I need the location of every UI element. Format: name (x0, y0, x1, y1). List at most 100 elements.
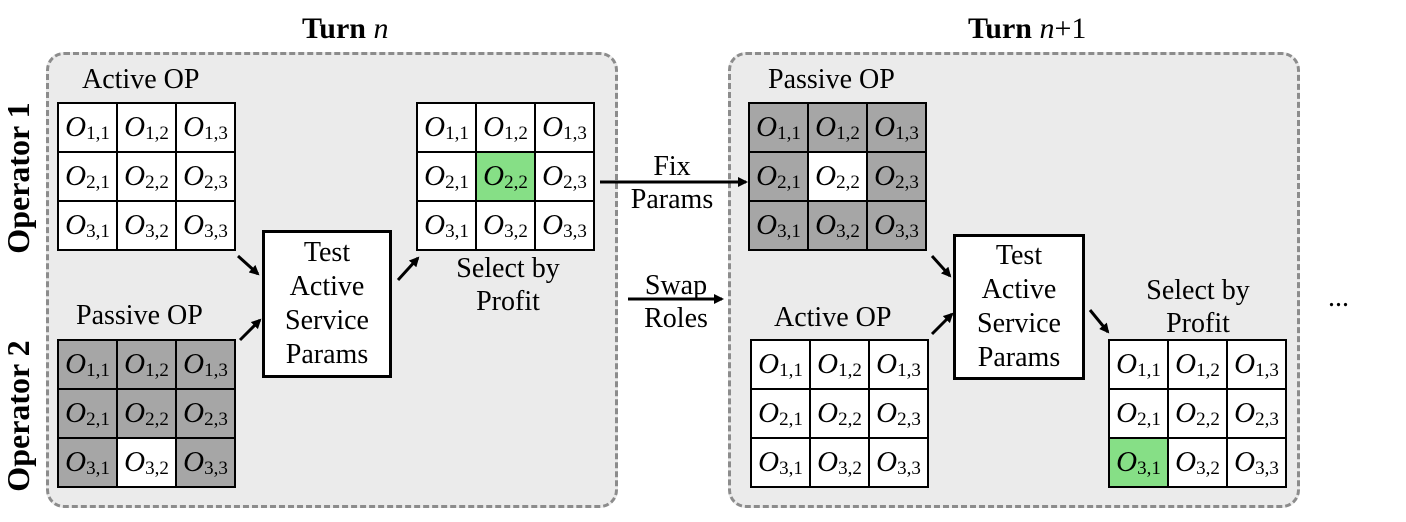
cell-subscript: 2,2 (145, 171, 169, 193)
cell-symbol: O (756, 160, 778, 192)
cell-subscript: 2,2 (504, 171, 528, 193)
cell-subscript: 3,2 (838, 457, 862, 479)
cell-symbol: O (817, 348, 839, 380)
cell-subscript: 1,1 (1137, 359, 1161, 381)
cell-symbol: O (815, 209, 837, 241)
cell-subscript: 3,2 (836, 220, 860, 242)
cell-subscript: 2,2 (145, 408, 169, 430)
cell-symbol: O (876, 348, 898, 380)
cell-symbol: O (124, 397, 146, 429)
cell-symbol: O (183, 160, 205, 192)
cell-subscript: 1,3 (897, 359, 921, 381)
cell-subscript: 3,3 (204, 457, 228, 479)
passive-op-label-turn-2: Passive OP (768, 64, 895, 95)
cell-subscript: 1,1 (86, 359, 110, 381)
cell-subscript: 1,3 (204, 122, 228, 144)
cell-subscript: 3,1 (86, 457, 110, 479)
cell-symbol: O (183, 446, 205, 478)
cell-symbol: O (1116, 348, 1138, 380)
cell-subscript: 2,2 (1196, 408, 1220, 430)
cell-subscript: 1,2 (1196, 359, 1220, 381)
cell-symbol: O (758, 397, 780, 429)
cell-subscript: 2,1 (86, 408, 110, 430)
cell-symbol: O (124, 348, 146, 380)
active-op-label: Active OP (82, 64, 200, 95)
cell-symbol: O (65, 397, 87, 429)
passive-op-label: Passive OP (76, 300, 203, 331)
cell-subscript: 2,1 (1137, 408, 1161, 430)
cell-subscript: 3,3 (1255, 457, 1279, 479)
cell-subscript: 3,1 (779, 457, 803, 479)
cell-symbol: O (758, 446, 780, 478)
cell-subscript: 3,2 (145, 220, 169, 242)
cell-symbol: O (876, 446, 898, 478)
cell-symbol: O (483, 160, 505, 192)
cell-symbol: O (756, 209, 778, 241)
cell-symbol: O (424, 111, 446, 143)
cell-symbol: O (1234, 446, 1256, 478)
cell-subscript: 1,3 (204, 359, 228, 381)
cell-subscript: 2,2 (838, 408, 862, 430)
cell-subscript: 2,1 (777, 171, 801, 193)
cell-subscript: 1,2 (838, 359, 862, 381)
arrow-passive-to-test-turn-2 (930, 254, 952, 278)
cell-subscript: 3,3 (563, 220, 587, 242)
cell-subscript: 2,3 (563, 171, 587, 193)
cell-subscript: 3,3 (895, 220, 919, 242)
cell-symbol: O (876, 397, 898, 429)
cell-symbol: O (817, 397, 839, 429)
cell-symbol: O (1175, 446, 1197, 478)
cell-subscript: 3,1 (445, 220, 469, 242)
cell-subscript: 2,1 (445, 171, 469, 193)
cell-symbol: O (542, 160, 564, 192)
cell-symbol: O (124, 111, 146, 143)
cell-symbol: O (542, 111, 564, 143)
turn-n-plus-1-title: Turn n+1 (968, 12, 1087, 45)
cell-symbol: O (124, 160, 146, 192)
cell-subscript: 3,2 (145, 457, 169, 479)
cell-symbol: O (817, 446, 839, 478)
cell-subscript: 1,1 (445, 122, 469, 144)
cell-symbol: O (424, 209, 446, 241)
cell-subscript: 1,2 (145, 122, 169, 144)
